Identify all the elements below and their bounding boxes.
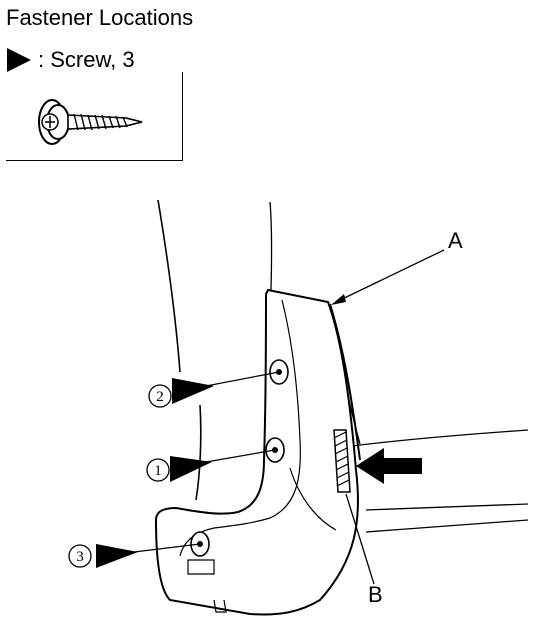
sill-top-line	[365, 503, 529, 511]
triangle-marker-3	[96, 544, 138, 568]
svg-text:2: 2	[156, 389, 164, 405]
triangle-marker-icon	[7, 48, 31, 72]
mudguard-tab	[213, 599, 227, 613]
triangle-marker-2	[172, 378, 214, 404]
leader-a-arrowhead	[331, 294, 346, 305]
leader-line-1	[205, 449, 276, 463]
leader-line-3	[133, 543, 201, 553]
body-panel-edge	[351, 429, 529, 447]
fastener-number-2: 2	[148, 384, 172, 408]
arch-lower-line	[195, 404, 202, 501]
mudguard-crease	[289, 467, 337, 531]
svg-text:1: 1	[154, 463, 162, 479]
sill-bottom-line	[365, 519, 529, 533]
screw-icon	[38, 99, 143, 145]
mudguard-edge-a	[329, 303, 361, 461]
clip-b	[333, 429, 351, 493]
svg-text:3: 3	[76, 549, 84, 565]
mudguard-inner-contour	[179, 299, 301, 557]
wheel-arch-outer-line	[157, 199, 181, 373]
callout-label-b: B	[368, 582, 383, 607]
leader-line-a	[335, 249, 445, 303]
page-title: Fastener Locations	[6, 5, 194, 30]
leader-line-b	[345, 493, 375, 585]
wheel-arch-inner-line	[269, 201, 273, 291]
push-direction-arrow	[356, 448, 422, 484]
triangle-marker-1	[170, 456, 212, 482]
mudguard-pocket	[187, 559, 215, 575]
leader-line-2	[205, 371, 280, 387]
fastener-number-3: 3	[68, 544, 92, 568]
legend-box	[6, 72, 183, 161]
callout-label-a: A	[448, 228, 463, 253]
mudguard-outline	[154, 288, 360, 616]
fastener-number-1: 1	[146, 458, 170, 482]
legend-entry: : Screw, 3	[6, 46, 135, 74]
legend-label: : Screw, 3	[38, 47, 135, 72]
